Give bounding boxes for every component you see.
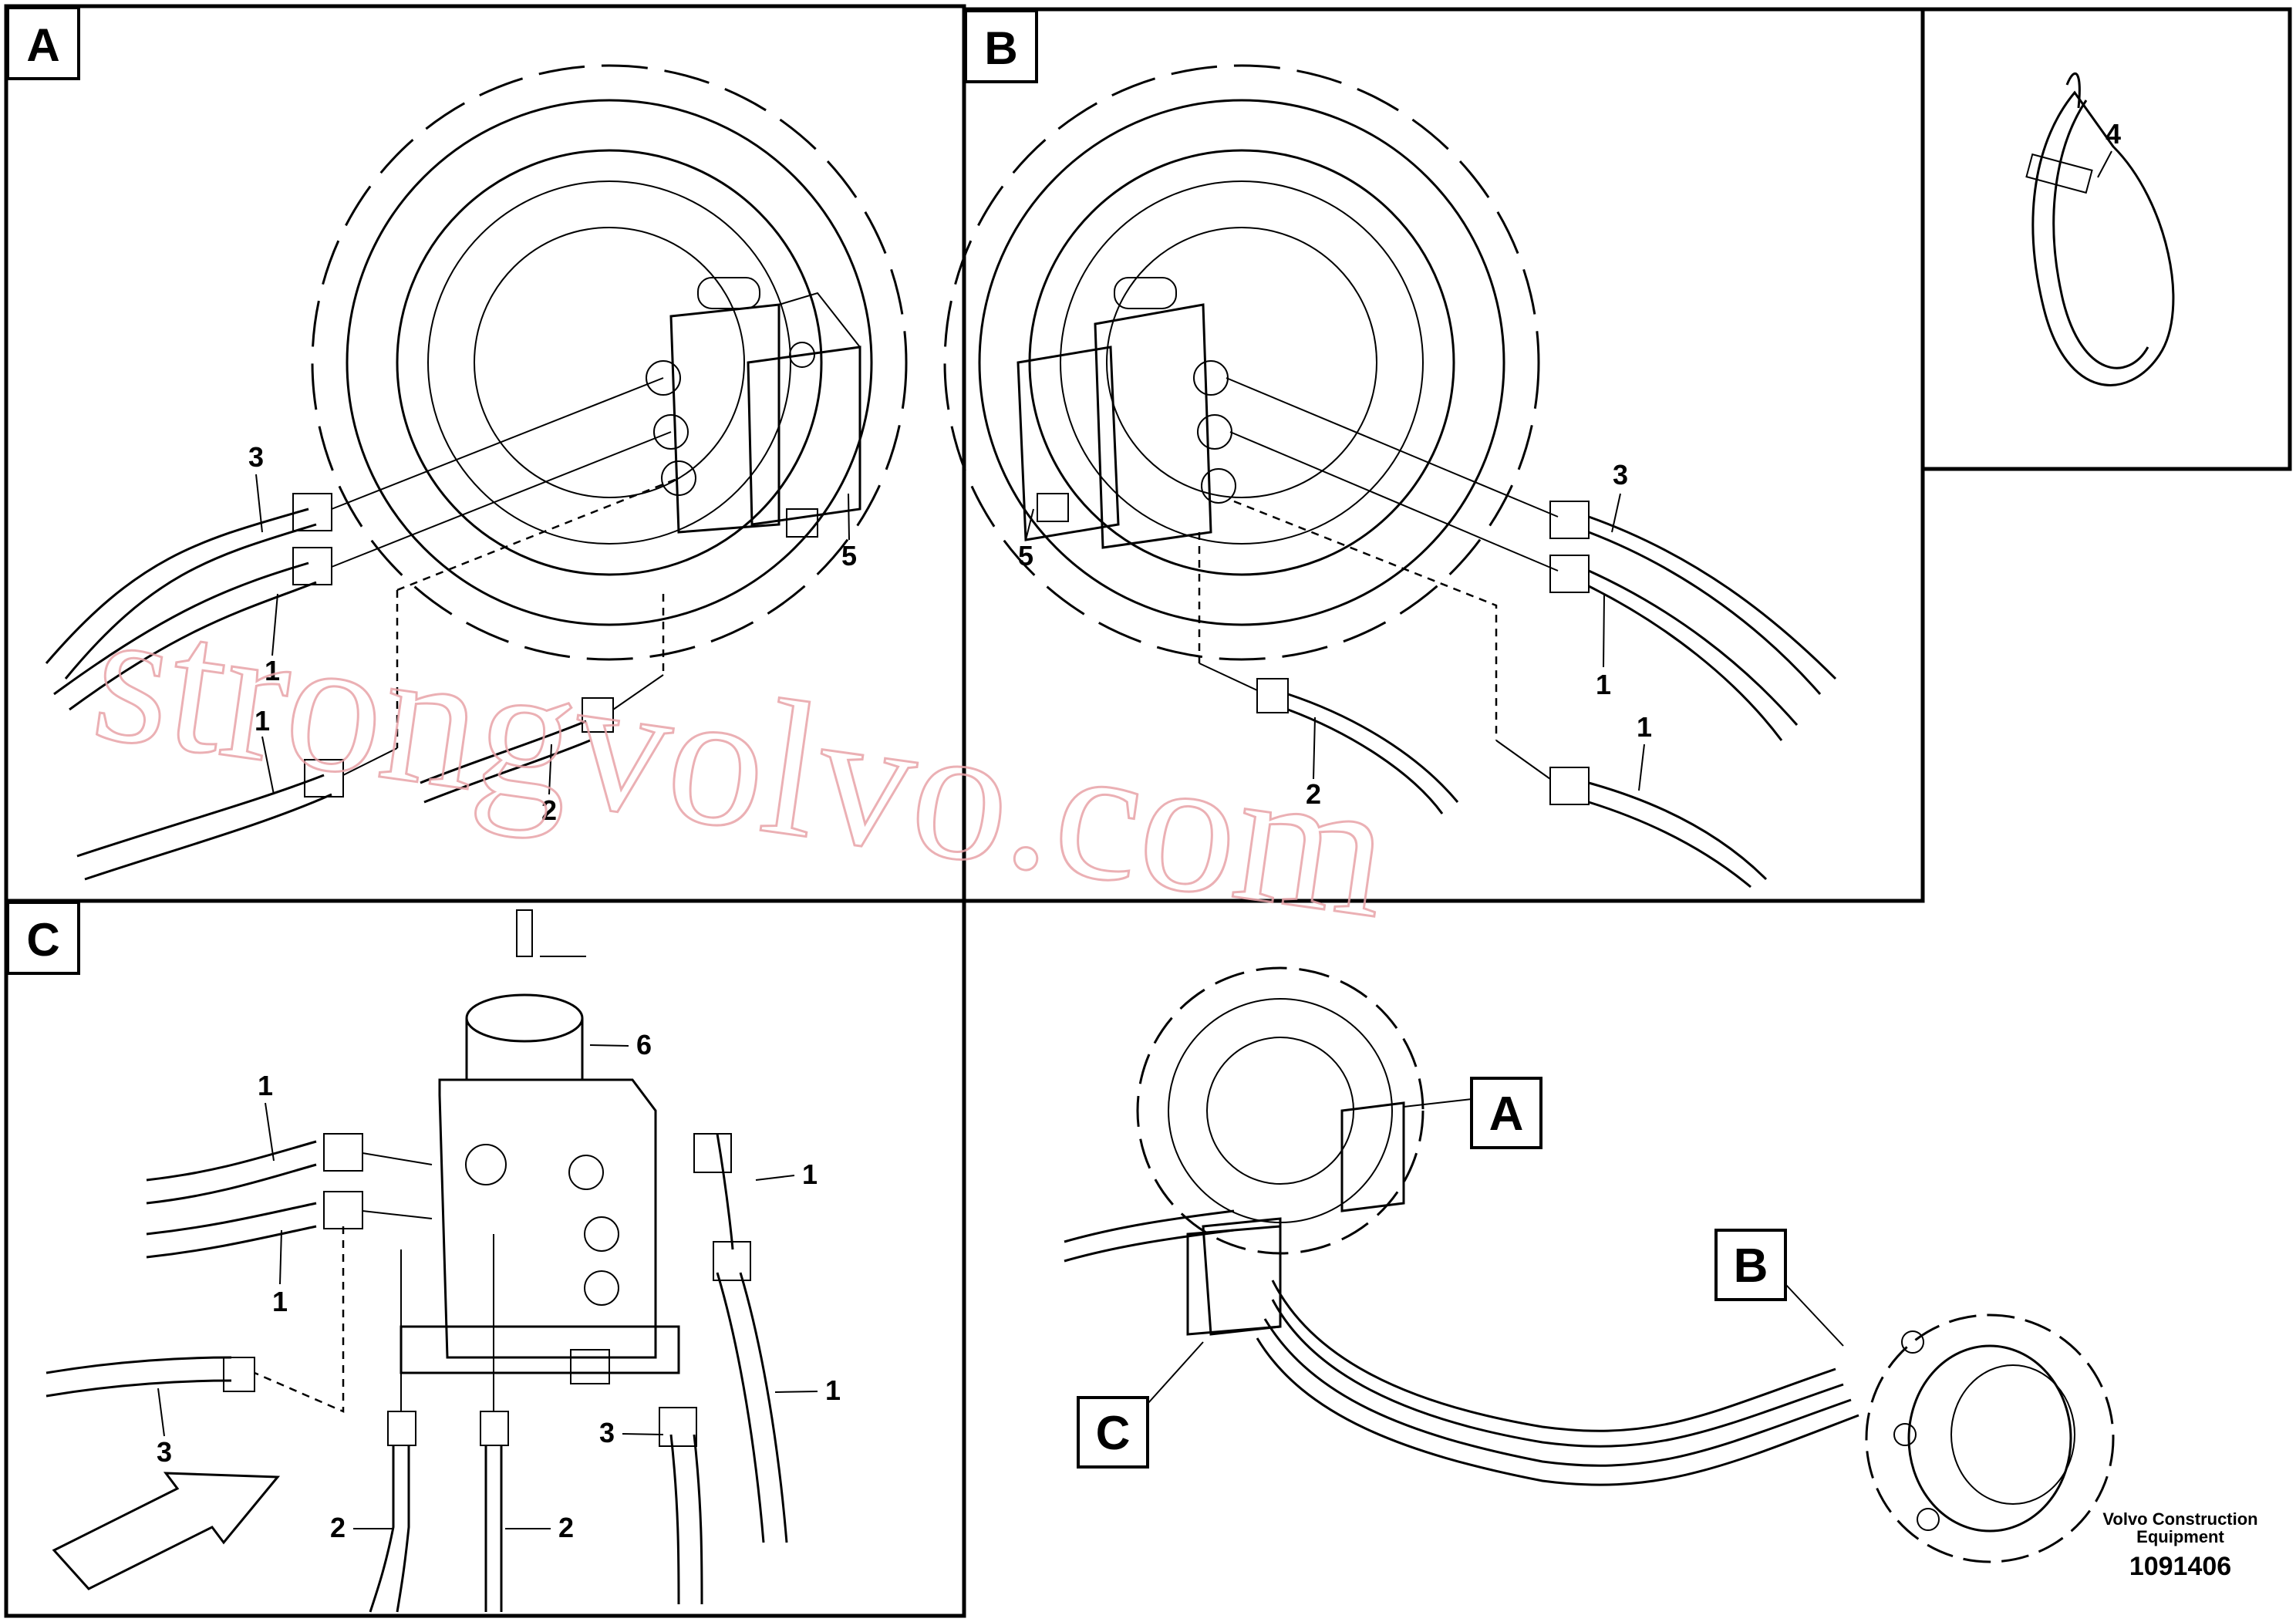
callout-1: 1	[1596, 669, 1611, 700]
callout-6: 6	[636, 1029, 652, 1061]
callout-1: 1	[1637, 711, 1652, 743]
callout-1: 1	[825, 1374, 841, 1406]
doc-number: 1091406	[2129, 1552, 2231, 1581]
motor-block-a	[646, 277, 861, 538]
callout-2: 2	[1306, 778, 1321, 810]
company-name-line2: Equipment	[2136, 1527, 2224, 1546]
panel-c: C	[4, 899, 966, 1618]
view-direction-arrow	[52, 1472, 281, 1590]
callout-4: 4	[2106, 118, 2121, 150]
callout-2: 2	[541, 794, 557, 826]
ref-label-b: B	[1734, 1239, 1768, 1293]
panel-b: B	[943, 7, 1925, 903]
cable-tie-loop	[2031, 90, 2175, 386]
footer: Volvo Construction Equipment 1091406	[2102, 1509, 2257, 1581]
callout-2: 2	[330, 1512, 346, 1543]
panel-b-label: B	[984, 22, 1017, 74]
overview-assembly: A B C	[1064, 966, 2115, 1563]
panel-a: A	[4, 4, 966, 903]
callout-3: 3	[599, 1417, 615, 1448]
callout-1: 1	[272, 1286, 288, 1317]
panel-cable-tie: 4	[1920, 7, 2292, 471]
callout-3: 3	[1613, 459, 1628, 491]
callout-1: 1	[265, 655, 280, 686]
callout-5: 5	[841, 540, 857, 572]
callout-1: 1	[258, 1070, 273, 1101]
ref-label-a: A	[1489, 1088, 1524, 1141]
ref-label-c: C	[1096, 1407, 1131, 1460]
panel-c-label: C	[26, 914, 59, 966]
callout-1: 1	[255, 705, 270, 737]
callout-2: 2	[558, 1512, 574, 1543]
callout-3: 3	[157, 1436, 172, 1468]
sprocket-b	[943, 64, 1540, 661]
callout-3: 3	[248, 441, 264, 473]
callout-1: 1	[802, 1158, 818, 1190]
swivel-joint	[400, 909, 680, 1384]
callout-5: 5	[1018, 540, 1033, 572]
sprocket-a	[311, 64, 908, 661]
company-name-line1: Volvo Construction	[2102, 1509, 2257, 1529]
panel-a-label: A	[26, 19, 59, 71]
